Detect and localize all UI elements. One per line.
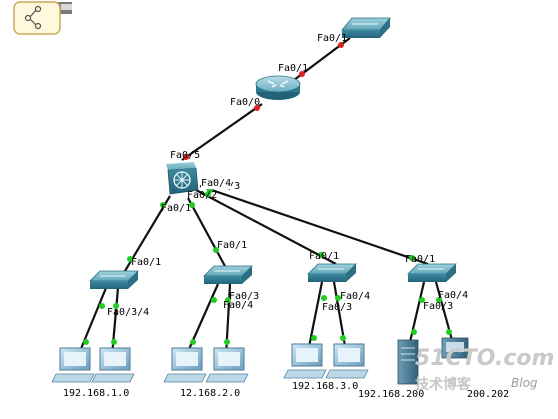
iface-label: Fa0/2	[187, 190, 218, 201]
iface-label: Fa0/1	[317, 33, 348, 44]
port-dot-up	[225, 297, 231, 303]
iface-label: Fa0/0	[230, 97, 261, 108]
link-sw3-pc5	[306, 281, 324, 353]
pc-5-icon[interactable]	[283, 343, 327, 379]
top-switch-icon[interactable]	[341, 17, 391, 38]
access-switch-1-icon[interactable]	[89, 270, 139, 289]
link-core-sw1	[121, 195, 171, 277]
port-dot-up	[409, 255, 415, 261]
iface-label: Fa0/4	[340, 291, 371, 302]
port-dot-up	[340, 335, 346, 341]
pc-3-icon[interactable]	[163, 347, 207, 383]
port-dot-up	[160, 202, 166, 208]
link-sw1-pc2	[110, 287, 120, 357]
port-dot-up	[190, 339, 196, 345]
link-core-sw4	[199, 184, 429, 266]
pc-2-icon[interactable]	[91, 347, 135, 383]
server-1-icon[interactable]	[397, 339, 419, 385]
port-dot-down	[254, 105, 260, 111]
iface-label: Fa0/1	[131, 257, 162, 268]
iface-label: Fa0/3/4	[107, 307, 150, 318]
multilayer-switch-icon[interactable]	[166, 162, 199, 195]
link-router-core	[181, 103, 263, 161]
iface-label: Fa0/1	[278, 63, 309, 74]
note-tool-icon[interactable]	[13, 1, 72, 35]
port-dot-up	[446, 329, 452, 335]
port-dot-down	[299, 71, 305, 77]
network-label: 200.202	[467, 389, 510, 400]
watermark-brand: 51CTO.com	[415, 346, 555, 371]
iface-label: Fa0/3	[229, 291, 260, 302]
pc-4-icon[interactable]	[205, 347, 249, 383]
site-watermark: 51CTO.com 技术博客 Blog	[415, 346, 558, 419]
port-dot-down	[338, 42, 344, 48]
iface-label: Fa0/3	[322, 302, 353, 313]
network-label: 12.168.2.0	[180, 388, 241, 399]
port-dot-down	[183, 154, 189, 160]
port-dot-up	[318, 252, 324, 258]
port-indicators	[83, 42, 452, 345]
watermark-subtitle: 技术博客	[415, 377, 471, 393]
server-2-icon[interactable]	[441, 337, 469, 359]
link-core-sw3	[195, 189, 337, 265]
port-dot-up	[335, 295, 341, 301]
iface-label: Fa0/4	[223, 300, 254, 311]
link-sw1-pc1	[76, 287, 108, 357]
iface-label: Fa0/1	[405, 254, 436, 265]
iface-label: Fa0/1	[161, 203, 192, 214]
port-dot-up	[99, 303, 105, 309]
port-dot-up	[211, 297, 217, 303]
iface-label: Fa0/4	[438, 290, 469, 301]
port-dot-up	[111, 339, 117, 345]
iface-label: Fa0/4	[201, 178, 232, 189]
port-dot-up	[113, 303, 119, 309]
access-switch-3-icon[interactable]	[307, 263, 357, 282]
link-core-sw2	[187, 197, 227, 269]
port-dot-up	[83, 339, 89, 345]
pc-6-icon[interactable]	[325, 343, 369, 379]
port-dot-up	[411, 329, 417, 335]
port-dot-up	[321, 295, 327, 301]
access-switch-4-icon[interactable]	[407, 263, 457, 282]
network-label: 192.168.3.0	[292, 381, 359, 392]
iface-label: Fa0/1	[217, 240, 248, 251]
port-dot-up	[224, 339, 230, 345]
pc-1-icon[interactable]	[51, 347, 95, 383]
router-icon[interactable]	[255, 75, 301, 100]
watermark-blog: Blog	[511, 376, 538, 390]
network-label: 192.168.200	[358, 389, 425, 400]
iface-label: Fa0/3	[423, 301, 454, 312]
port-dot-up	[436, 297, 442, 303]
port-dot-up	[189, 202, 195, 208]
iface-label: Fa0/1	[309, 251, 340, 262]
port-dot-up	[213, 247, 219, 253]
port-dot-up	[419, 297, 425, 303]
port-dot-up	[127, 256, 133, 262]
access-switch-2-icon[interactable]	[203, 265, 253, 284]
link-sw2-pc3	[184, 283, 220, 357]
network-label: 192.168.1.0	[63, 388, 130, 399]
iface-label: Fa0/5	[170, 150, 201, 161]
port-dot-up	[311, 335, 317, 341]
